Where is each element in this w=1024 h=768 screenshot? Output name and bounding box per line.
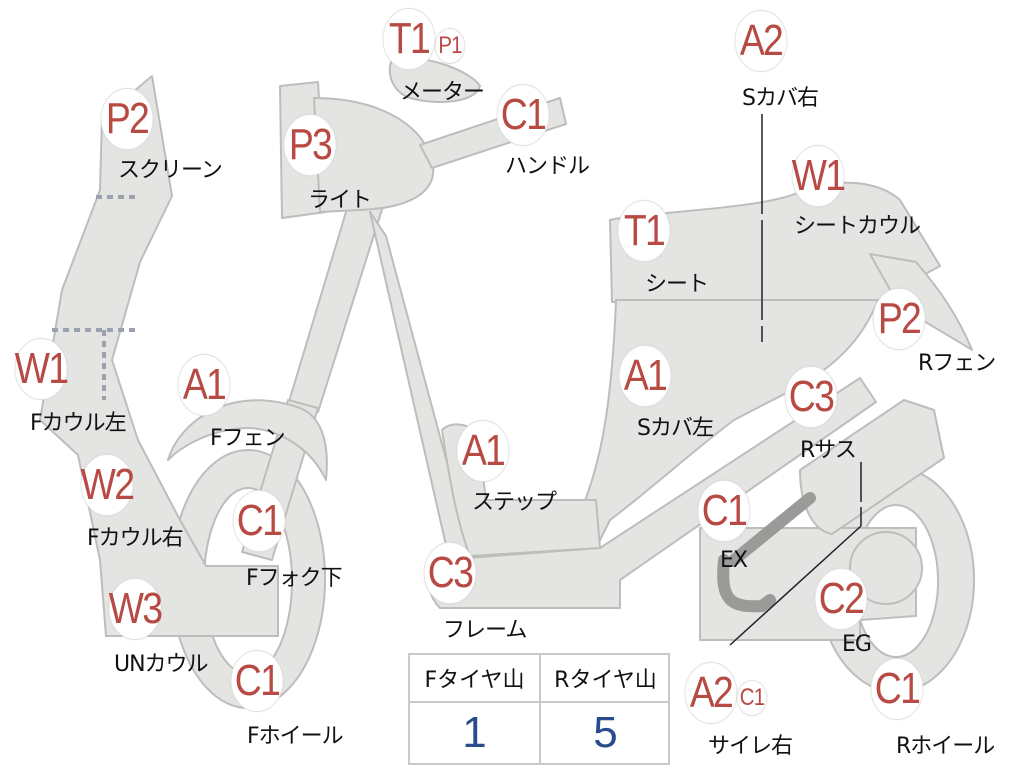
part-label: Fホイール bbox=[247, 724, 344, 749]
part-code-badge: A1 bbox=[177, 354, 231, 416]
part-code-badge: C3 bbox=[784, 366, 838, 428]
part-label: スクリーン bbox=[118, 158, 223, 183]
front-tire-column: Fタイヤ山 1 bbox=[410, 655, 541, 763]
part-code-badge: A2 bbox=[684, 662, 738, 724]
exhaust-pipe-shape bbox=[717, 492, 816, 613]
rear-shock-shape bbox=[799, 399, 945, 535]
part-label: Fカウル左 bbox=[30, 411, 127, 436]
part-code-badge: C1 bbox=[870, 658, 924, 720]
front-tire-value: 1 bbox=[462, 708, 487, 757]
tire-tread-table: Fタイヤ山 1 Rタイヤ山 5 bbox=[408, 653, 670, 765]
part-label: Fカウル右 bbox=[87, 526, 184, 551]
part-code-badge: P3 bbox=[283, 114, 337, 176]
cowl-dividers bbox=[52, 195, 140, 400]
part-code-badge: C2 bbox=[814, 568, 868, 630]
rear-tire-column: Rタイヤ山 5 bbox=[541, 655, 670, 763]
part-label: EX bbox=[720, 548, 748, 573]
part-label: ライト bbox=[308, 188, 372, 213]
rear-tire-value: 5 bbox=[593, 708, 618, 757]
part-label: ステップ bbox=[472, 490, 557, 515]
part-label: Fフェン bbox=[210, 426, 286, 451]
leader-lines bbox=[729, 114, 862, 646]
part-label: Sカバ右 bbox=[742, 86, 819, 111]
part-label: メーター bbox=[400, 80, 485, 105]
front-tire-header: Fタイヤ山 bbox=[410, 655, 539, 703]
part-code-badge-secondary: P1 bbox=[434, 28, 466, 64]
part-label: Fフォク下 bbox=[246, 566, 343, 591]
part-code-badge: A1 bbox=[618, 345, 672, 407]
part-code-badge: T1 bbox=[617, 200, 671, 262]
fork-shape bbox=[287, 191, 386, 413]
part-label: Rフェン bbox=[918, 351, 996, 376]
part-code-badge: C1 bbox=[232, 490, 286, 552]
part-label: EG bbox=[842, 632, 872, 657]
rear-tire-header: Rタイヤ山 bbox=[541, 655, 670, 703]
part-code-badge-secondary: C1 bbox=[736, 680, 768, 716]
part-label: Rホイール bbox=[896, 734, 995, 759]
engine-hub-shape bbox=[849, 531, 923, 605]
part-label: Rサス bbox=[800, 438, 857, 463]
part-label: フレーム bbox=[443, 618, 527, 643]
part-code-badge: A1 bbox=[456, 420, 510, 482]
part-code-badge: A2 bbox=[734, 10, 788, 72]
part-code-badge: W1 bbox=[14, 338, 69, 400]
part-code-badge: W2 bbox=[80, 454, 135, 516]
part-label: ハンドル bbox=[505, 154, 590, 179]
part-label: シート bbox=[645, 272, 709, 297]
part-label: UNカウル bbox=[114, 652, 209, 677]
part-code-badge: C1 bbox=[496, 84, 550, 146]
part-label: シートカウル bbox=[794, 214, 921, 239]
part-code-badge: C3 bbox=[423, 542, 477, 604]
part-code-badge: P2 bbox=[872, 288, 926, 350]
part-code-badge: C1 bbox=[230, 650, 284, 712]
part-code-badge: W3 bbox=[108, 578, 163, 640]
part-label: サイレ右 bbox=[708, 734, 793, 759]
part-code-badge: C1 bbox=[697, 480, 751, 542]
part-code-badge: P2 bbox=[100, 88, 154, 150]
part-code-badge: W1 bbox=[791, 145, 846, 207]
part-label: Sカバ左 bbox=[637, 416, 714, 441]
part-code-badge: T1 bbox=[382, 8, 436, 70]
